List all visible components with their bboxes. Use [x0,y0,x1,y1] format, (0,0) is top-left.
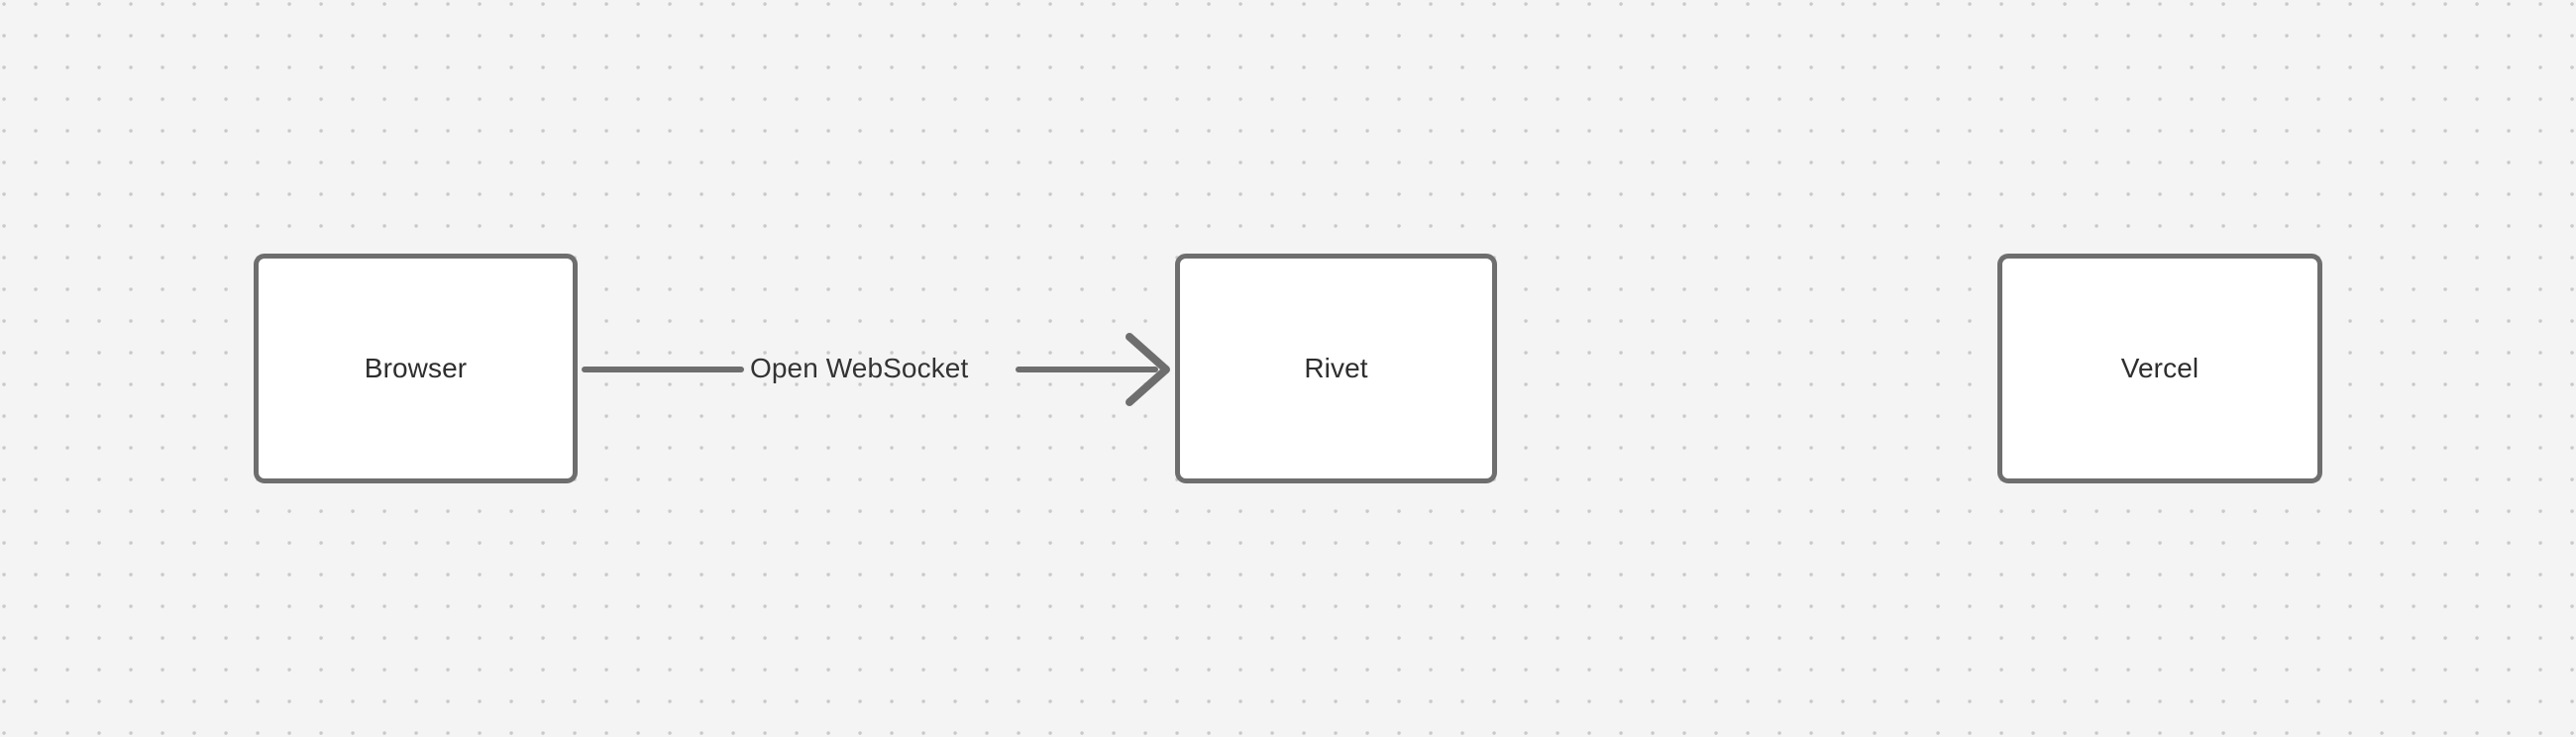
node-rivet[interactable]: Rivet [1175,254,1497,483]
node-vercel[interactable]: Vercel [1997,254,2322,483]
node-browser-label: Browser [364,353,468,383]
node-vercel-label: Vercel [2120,353,2200,383]
node-browser[interactable]: Browser [254,254,578,483]
edge-label-open-websocket: Open WebSocket [750,353,969,383]
node-rivet-label: Rivet [1304,353,1368,383]
arrowhead-icon [1126,333,1170,406]
